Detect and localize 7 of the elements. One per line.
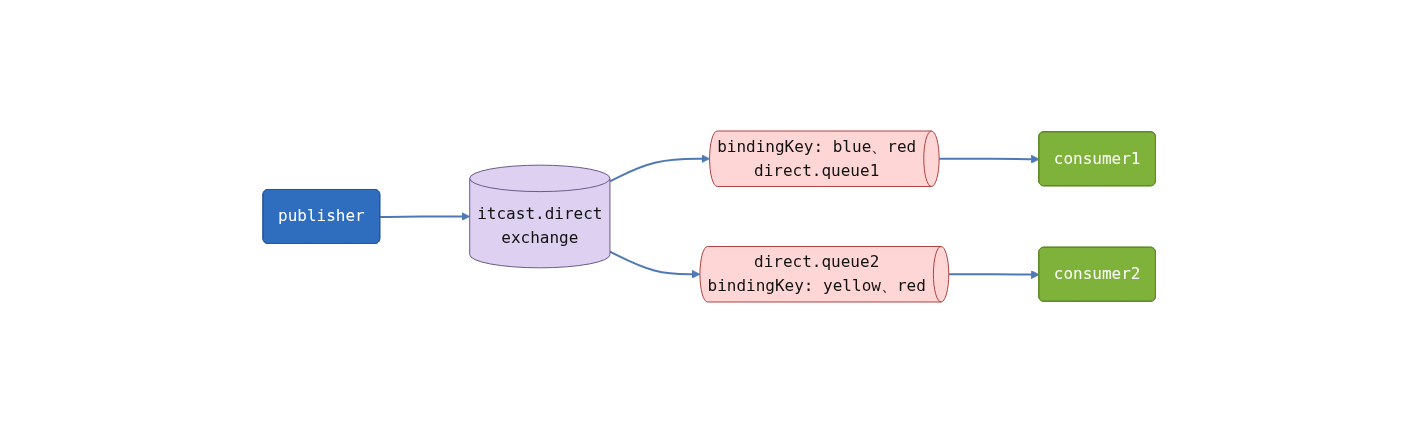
arrow (379, 211, 471, 221)
node-text: bindingKey: blue、red direct.queue1 (717, 136, 917, 180)
node-text: direct.queue2 bindingKey: yellow、red (707, 251, 927, 295)
arrow (609, 250, 701, 279)
arrow (948, 269, 1040, 279)
arrow (938, 154, 1040, 164)
arrow (609, 153, 711, 182)
